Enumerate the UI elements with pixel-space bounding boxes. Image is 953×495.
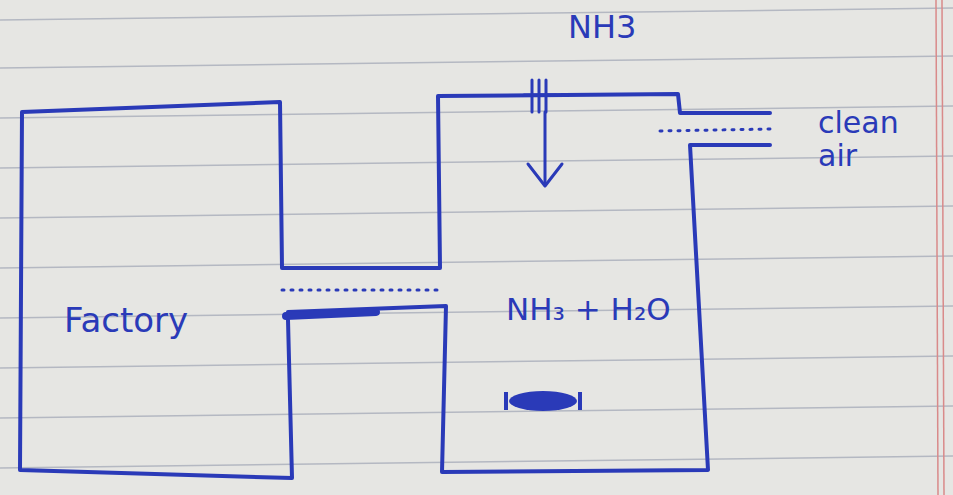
margin-line — [942, 0, 944, 495]
scrubber-chamber: NH₃ + H₂O — [442, 100, 700, 470]
stirrer-blob — [509, 391, 577, 411]
gas-inlet-label: NH3 — [568, 10, 688, 45]
flow-line — [282, 289, 442, 292]
outflow-dots — [660, 129, 772, 131]
pipe-lip — [286, 312, 376, 316]
valve-mark — [524, 94, 556, 97]
outline-wall — [20, 94, 770, 478]
outline-wall — [288, 145, 770, 472]
node-text: NH₃ + H₂O — [506, 292, 671, 326]
stirrer-blob — [578, 392, 582, 410]
margin-line — [936, 0, 938, 495]
inlet-arrow — [544, 112, 547, 184]
factory-region: Factory — [22, 112, 282, 472]
node-text: Factory — [64, 302, 188, 339]
ruled-lines — [0, 8, 953, 468]
stirrer-blob — [504, 392, 508, 410]
outlet-label: clean air — [818, 106, 926, 172]
inlet-arrow-head — [528, 164, 562, 186]
